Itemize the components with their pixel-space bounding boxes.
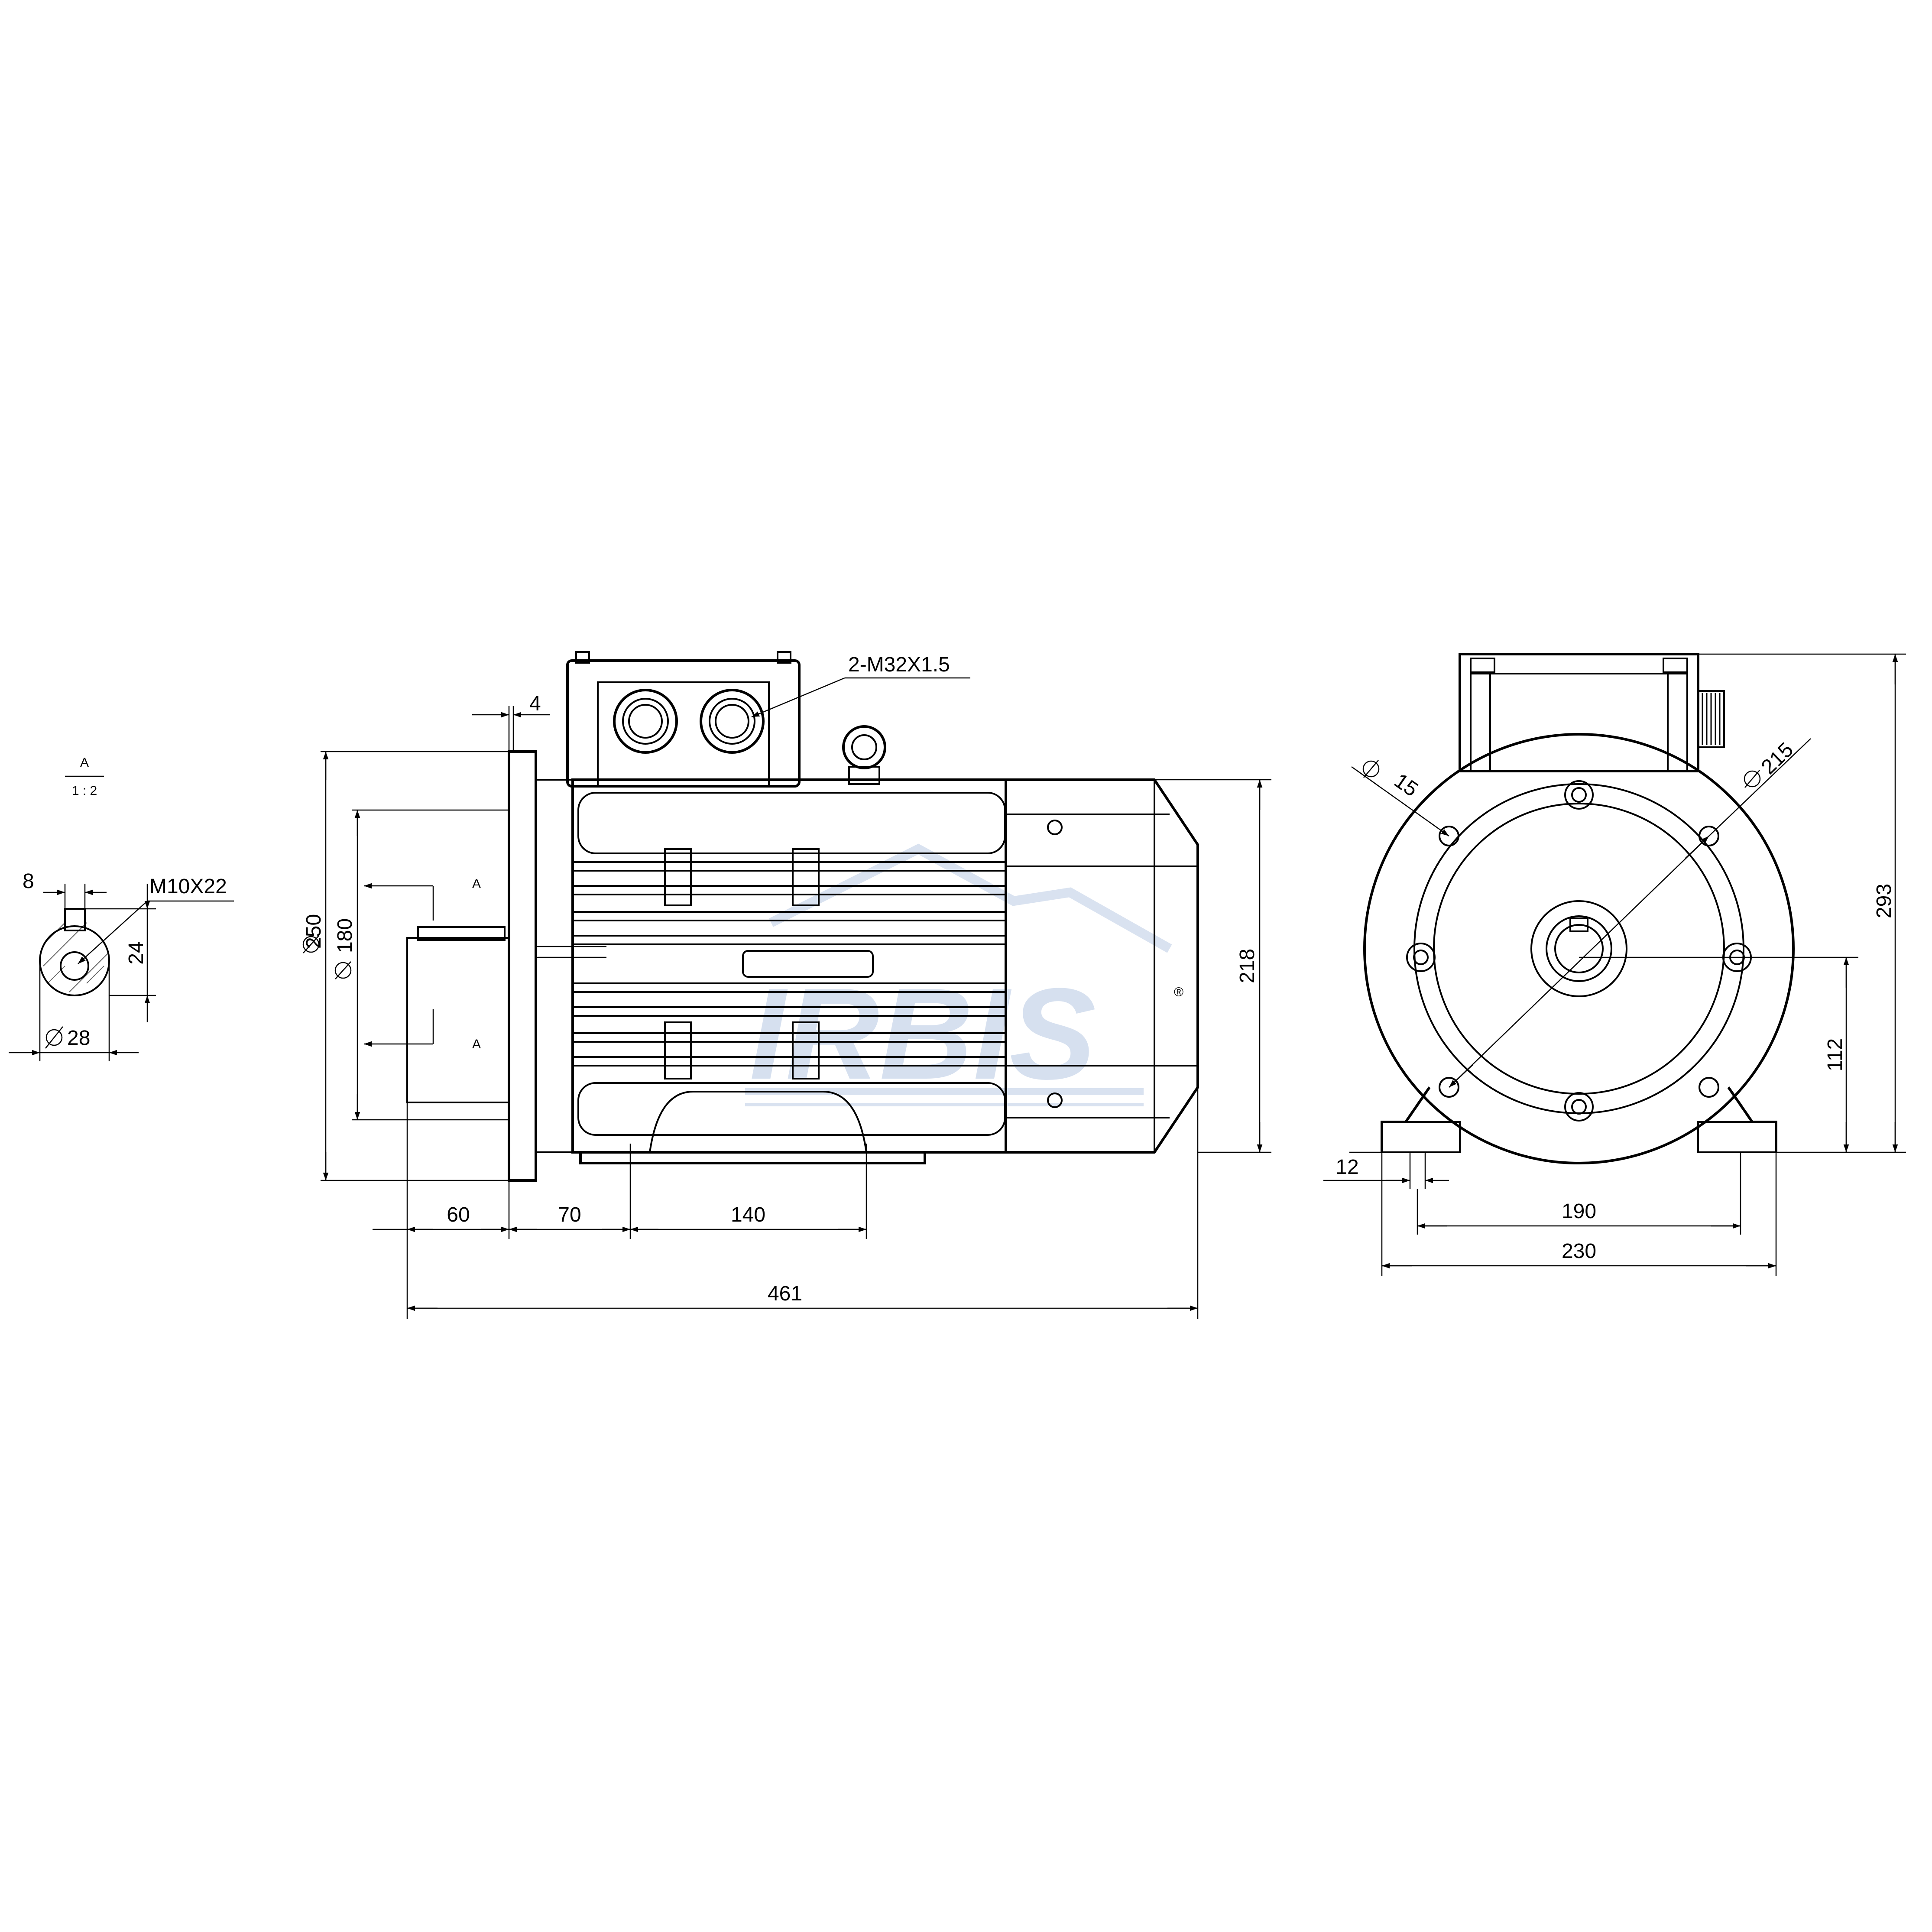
dim-foot-spacing-end: 190 xyxy=(1562,1200,1596,1223)
dim-flange-to-foot: 70 xyxy=(558,1203,581,1226)
dim-foot-spacing: 140 xyxy=(731,1203,765,1226)
dim-thread: M10X22 xyxy=(149,875,227,898)
section-mark-top: A xyxy=(472,877,481,891)
dim-shaft-length: 60 xyxy=(447,1203,470,1226)
dim-shaft-dia: 28 xyxy=(67,1027,90,1050)
detail-label: A xyxy=(80,755,89,770)
dim-spigot-dia: 180 xyxy=(334,918,357,953)
dim-foot-width: 230 xyxy=(1562,1240,1596,1263)
dim-key-depth: 24 xyxy=(125,941,148,964)
dim-total-length: 461 xyxy=(768,1282,802,1305)
dim-flange-thickness: 4 xyxy=(529,692,541,715)
dim-height: 218 xyxy=(1236,949,1259,983)
dim-foot-hole: 12 xyxy=(1336,1156,1358,1179)
section-mark-bottom: A xyxy=(472,1037,481,1051)
dim-total-height: 293 xyxy=(1873,884,1896,918)
end-view-motor: 15 215 293 112 12 190 xyxy=(1323,653,1906,1276)
dim-shaft-height: 112 xyxy=(1824,1038,1847,1072)
cable-gland-spec: 2-M32X1.5 xyxy=(848,653,950,676)
dim-pcd: 215 xyxy=(1757,738,1798,779)
watermark-registered: ® xyxy=(1174,985,1183,999)
cooling-fins xyxy=(573,861,1006,1066)
side-view-motor: A A 2-M32X1.5 xyxy=(302,651,1271,1319)
detail-scale: 1 : 2 xyxy=(72,784,97,798)
dim-flange-dia: 250 xyxy=(302,914,325,949)
dim-hole-dia: 15 xyxy=(1390,769,1422,801)
dim-key-width: 8 xyxy=(23,870,34,893)
detail-a-shaft-section: A 1 : 2 8 M10X22 24 xyxy=(9,755,234,1061)
